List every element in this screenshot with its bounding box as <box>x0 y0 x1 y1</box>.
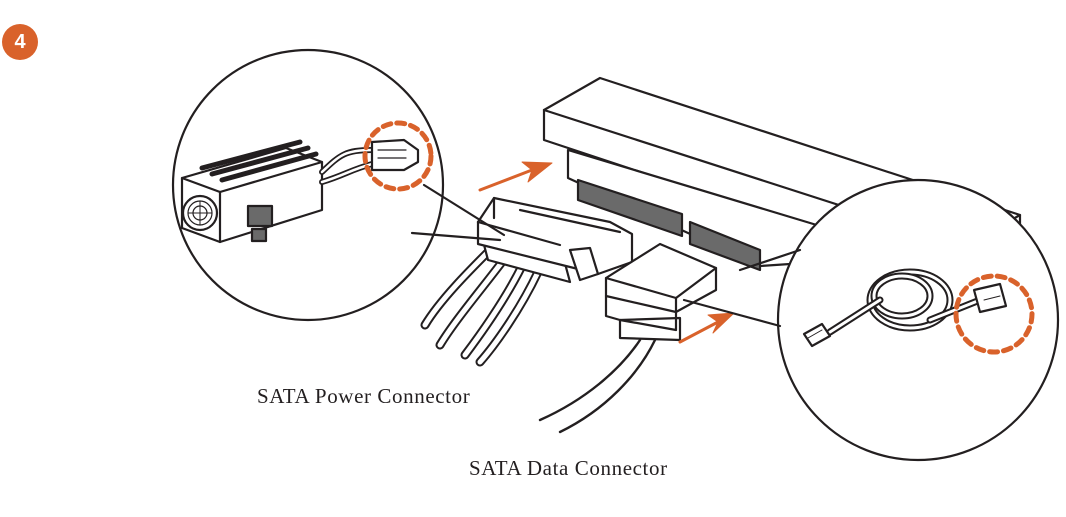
sata-data-connector-icon <box>538 242 718 434</box>
sata-cable-icon <box>802 268 1008 348</box>
step-badge: 4 <box>2 24 38 60</box>
power-supply-icon <box>180 138 420 244</box>
sata-power-connector-label: SATA Power Connector <box>257 384 471 408</box>
sata-power-connector-icon <box>420 196 634 367</box>
psu-callout <box>171 48 506 322</box>
sata-cable-callout <box>682 178 1060 462</box>
sata-data-connector-label: SATA Data Connector <box>469 456 668 480</box>
arrow-icon <box>478 161 735 344</box>
